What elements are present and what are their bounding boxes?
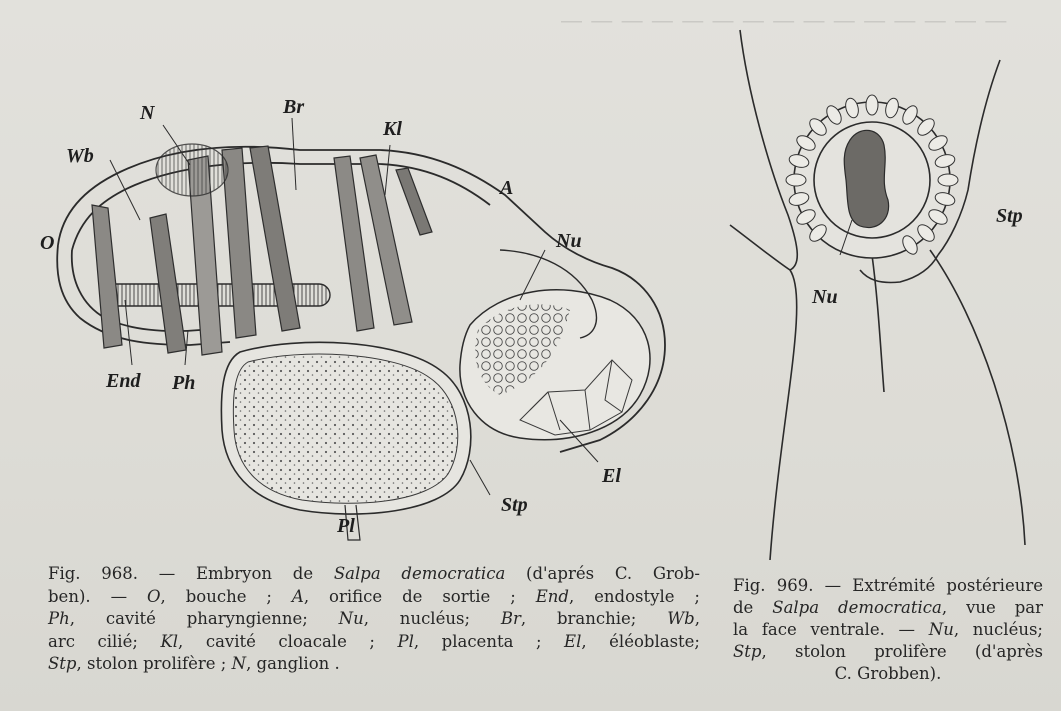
caption-968-line-4: arc cilié; Kl, cavité cloacale ; Pl, pla…	[48, 631, 700, 654]
caption-fig-969: Fig. 969. — Extrémité postérieure de Sal…	[733, 575, 1043, 685]
caption-969-line-1: Fig. 969. — Extrémité postérieure	[733, 575, 1043, 597]
label-Wb: Wb	[66, 145, 94, 168]
caption-969-line-3: la face ventrale. — Nu, nucléus;	[733, 619, 1043, 641]
label-N: N	[140, 102, 154, 125]
nucleus-and-eleoblast	[460, 250, 650, 440]
label-Nu: Nu	[556, 230, 582, 253]
caption-969-line-5: C. Grobben).	[733, 663, 1043, 685]
label-O: O	[40, 232, 54, 255]
label-Kl: Kl	[383, 118, 402, 141]
ganglion	[156, 144, 228, 196]
label-Ph: Ph	[172, 372, 195, 395]
label-Pl: Pl	[337, 515, 355, 538]
caption-968-line-1: Fig. 968. — Embryon de Salpa democratica…	[48, 563, 700, 586]
label-Br: Br	[283, 96, 304, 119]
label-Stp: Stp	[501, 494, 528, 517]
caption-fig-968: Fig. 968. — Embryon de Salpa democratica…	[48, 563, 700, 676]
caption-968-line-2: ben). — O, bouche ; A, orifice de sortie…	[48, 586, 700, 609]
label-A: A	[500, 177, 513, 200]
label-End: End	[106, 370, 140, 393]
label-El: El	[602, 465, 621, 488]
branchial-bars	[92, 146, 432, 355]
label-Nu-969: Nu	[812, 286, 838, 309]
caption-968-line-5: Stp, stolon prolifère ; N, ganglion .	[48, 653, 700, 676]
label-Stp-969: Stp	[996, 205, 1023, 228]
caption-968-line-3: Ph, cavité pharyngienne; Nu, nucléus; Br…	[48, 608, 700, 631]
caption-969-line-4: Stp, stolon prolifère (d'après	[733, 641, 1043, 663]
caption-969-line-2: de Salpa democratica, vue par	[733, 597, 1043, 619]
placenta	[221, 342, 470, 540]
